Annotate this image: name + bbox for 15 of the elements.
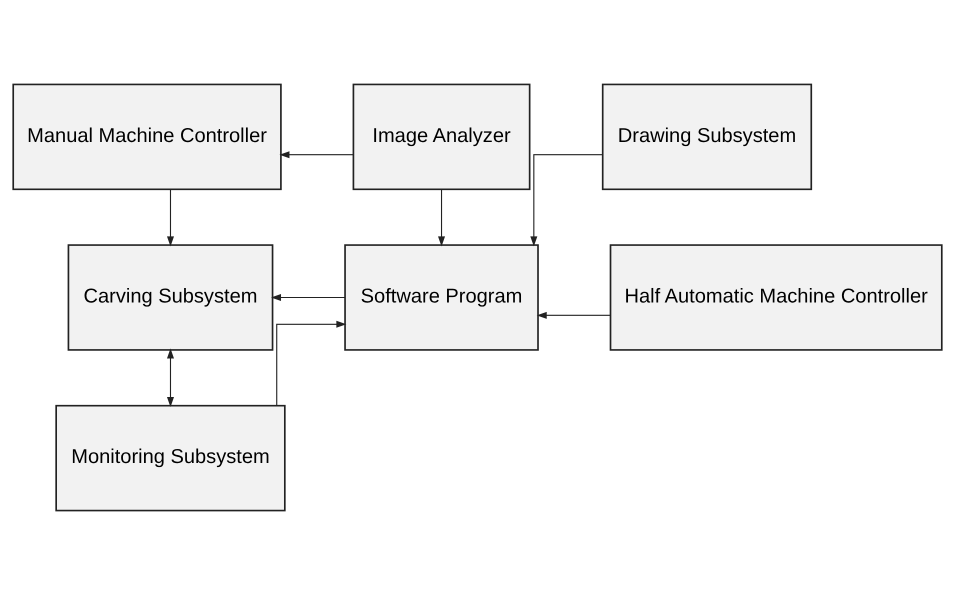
node-box: Software Program [344,244,539,350]
node-box: Image Analyzer [352,83,530,190]
arrow [166,188,174,246]
arrow [276,320,346,406]
arrow [166,348,174,407]
arrow [279,150,354,158]
arrow [438,188,446,246]
node-box: Monitoring Subsystem [55,404,286,511]
node-box: Carving Subsystem [68,244,274,350]
arrow [530,154,602,246]
node-box: Drawing Subsystem [602,83,812,190]
node-box: Half Automatic Machine Controller [610,244,943,350]
arrow [270,293,345,301]
node-box: Manual Machine Controller [12,83,282,190]
arrow [536,311,610,318]
